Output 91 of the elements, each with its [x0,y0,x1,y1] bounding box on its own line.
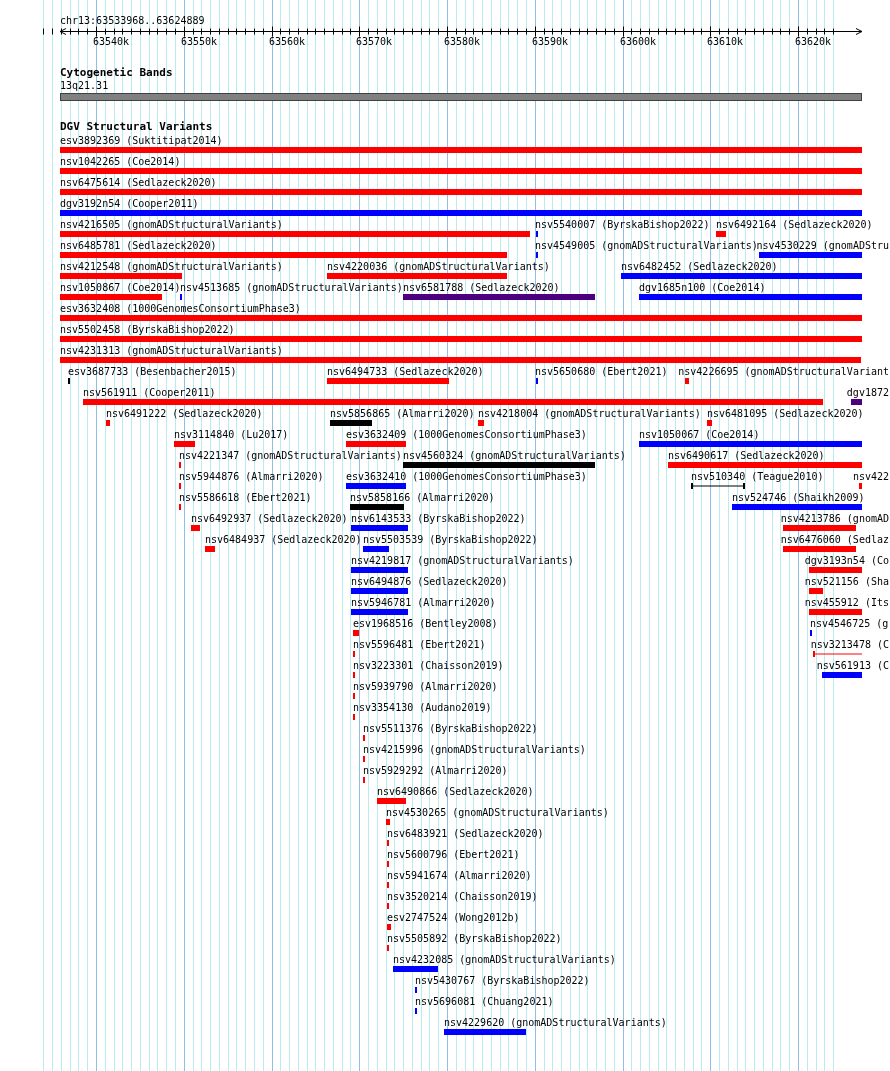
variant-label: nsv5503539 (ByrskaBishop2022) [363,534,538,545]
variant-label: nsv422 [852,471,889,482]
tick-label: 63580k [444,36,481,47]
variant-label: esv3632408 (1000GenomesConsortiumPhase3) [60,303,301,314]
variant-label: nsv4232085 (gnomADStructuralVariants) [393,954,616,965]
variant-label: nsv6491222 (Sedlazeck2020) [106,408,263,419]
variant-label: nsv5586618 (Ebert2021) [179,492,312,503]
tick-label: 63620k [795,36,832,47]
variant-label: nsv4216505 (gnomADStructuralVariants) [60,219,283,230]
variant-label: nsv5946781 (Almarri2020) [351,597,496,608]
variant-label: nsv5600796 (Ebert2021) [387,849,520,860]
variant-label: nsv5540007 (ByrskaBishop2022) [535,219,710,230]
variant-label: nsv561911 (Cooper2011) [83,387,216,398]
variant-label: nsv5502458 (ByrskaBishop2022) [60,324,235,335]
variant-label: nsv3223301 (Chaisson2019) [353,660,504,671]
variant-label: nsv6485781 (Sedlazeck2020) [60,240,217,251]
variant-label: nsv5505892 (ByrskaBishop2022) [387,933,562,944]
variant-label: nsv4220036 (gnomADStructuralVariants) [327,261,550,272]
variant-label: nsv4226695 (gnomADStructuralVariant [678,366,889,377]
tick-label: 63610k [707,36,744,47]
variant-label: nsv3213478 (C [810,639,889,650]
variant-label: nsv5696081 (Chuang2021) [415,996,554,1007]
variant-label: nsv4221347 (gnomADStructuralVariants) [179,450,402,461]
variant-label: nsv6581788 (Sedlazeck2020) [403,282,560,293]
variant-label: nsv6492937 (Sedlazeck2020) [191,513,348,524]
variant-label: nsv6481095 (Sedlazeck2020) [707,408,864,419]
variant-label: nsv1050867 (Coe2014) [60,282,181,293]
location-label: chr13:63533968..63624889 [60,15,205,26]
variant-label: nsv3114840 (Lu2017) [174,429,289,440]
tick-label: 63600k [620,36,657,47]
band-label: 13q21.31 [60,80,109,91]
variant-label: nsv4549005 (gnomADStructuralVariants) [535,240,758,251]
variant-label: dgv1872 [846,387,889,398]
variant-label: esv1968516 (Bentley2008) [353,618,498,629]
variant-label: esv3892369 (Suktitipat2014) [60,135,223,146]
variant-label: nsv4530229 (gnomADStru [756,240,889,251]
variant-label: nsv3520214 (Chaisson2019) [387,891,538,902]
variant-label: nsv6490617 (Sedlazeck2020) [668,450,825,461]
variant-label: nsv6475614 (Sedlazeck2020) [60,177,217,188]
track-title: Cytogenetic Bands [60,67,173,78]
variant-label: nsv1050067 (Coe2014) [639,429,760,440]
variant-label: nsv3354130 (Audano2019) [353,702,492,713]
variant-label: nsv1042265 (Coe2014) [60,156,181,167]
tick-label: 63570k [356,36,393,47]
variant-label: nsv6494876 (Sedlazeck2020) [351,576,508,587]
variant-label: dgv1685n100 (Coe2014) [639,282,766,293]
variant-label: nsv5939790 (Almarri2020) [353,681,498,692]
variant-label: nsv521156 (Sha [804,576,889,587]
variant-label: nsv5596481 (Ebert2021) [353,639,486,650]
variant-label: dgv3193n54 (Co [804,555,889,566]
variant-label: nsv5944876 (Almarri2020) [179,471,324,482]
variant-label: nsv5941674 (Almarri2020) [387,870,532,881]
variant-label: nsv4215996 (gnomADStructuralVariants) [363,744,586,755]
variant-label: nsv4219817 (gnomADStructuralVariants) [351,555,574,566]
variant-label: nsv4560324 (gnomADStructuralVariants) [403,450,626,461]
variant-label: nsv6484937 (Sedlazeck2020) [205,534,362,545]
variant-label: nsv510340 (Teague2010) [691,471,824,482]
variant-label: nsv455912 (Its [804,597,889,608]
track-title: DGV Structural Variants [60,121,213,132]
variant-label: nsv4546725 (g [810,618,889,629]
variant-label: dgv3192n54 (Cooper2011) [60,198,199,209]
variant-label: nsv4513685 (gnomADStructuralVariants) [180,282,403,293]
variant-label: nsv5856865 (Almarri2020) [330,408,475,419]
variant-label: nsv5858166 (Almarri2020) [350,492,495,503]
variant-label: nsv4231313 (gnomADStructuralVariants) [60,345,283,356]
variant-label: nsv6492164 (Sedlazeck2020) [716,219,873,230]
variant-label: nsv4213786 (gnomAD [780,513,889,524]
variant-label: nsv6143533 (ByrskaBishop2022) [351,513,526,524]
tick-label: 63550k [181,36,218,47]
variant-label: esv2747524 (Wong2012b) [387,912,520,923]
variant-label: esv3687733 (Besenbacher2015) [68,366,237,377]
variant-label: nsv5430767 (ByrskaBishop2022) [415,975,590,986]
variant-label: nsv6490866 (Sedlazeck2020) [377,786,534,797]
variant-label: nsv561913 (C [816,660,889,671]
variant-label: nsv4212548 (gnomADStructuralVariants) [60,261,283,272]
variant-label: nsv6482452 (Sedlazeck2020) [621,261,778,272]
variant-label: nsv5929292 (Almarri2020) [363,765,508,776]
variant-label: esv3632409 (1000GenomesConsortiumPhase3) [346,429,587,440]
variant-label: nsv5511376 (ByrskaBishop2022) [363,723,538,734]
variant-label: nsv6494733 (Sedlazeck2020) [327,366,484,377]
variant-label: nsv6476060 (Sedlaz [780,534,889,545]
variant-label: nsv5650680 (Ebert2021) [535,366,668,377]
variant-label: nsv4218004 (gnomADStructuralVariants) [478,408,701,419]
tick-label: 63560k [269,36,306,47]
variant-label: nsv6483921 (Sedlazeck2020) [387,828,544,839]
variant-label: nsv4229620 (gnomADStructuralVariants) [444,1017,667,1028]
variant-label: esv3632410 (1000GenomesConsortiumPhase3) [346,471,587,482]
variant-label: nsv524746 (Shaikh2009) [732,492,865,503]
tick-label: 63590k [532,36,569,47]
tick-label: 63540k [93,36,130,47]
variant-label: nsv4530265 (gnomADStructuralVariants) [386,807,609,818]
